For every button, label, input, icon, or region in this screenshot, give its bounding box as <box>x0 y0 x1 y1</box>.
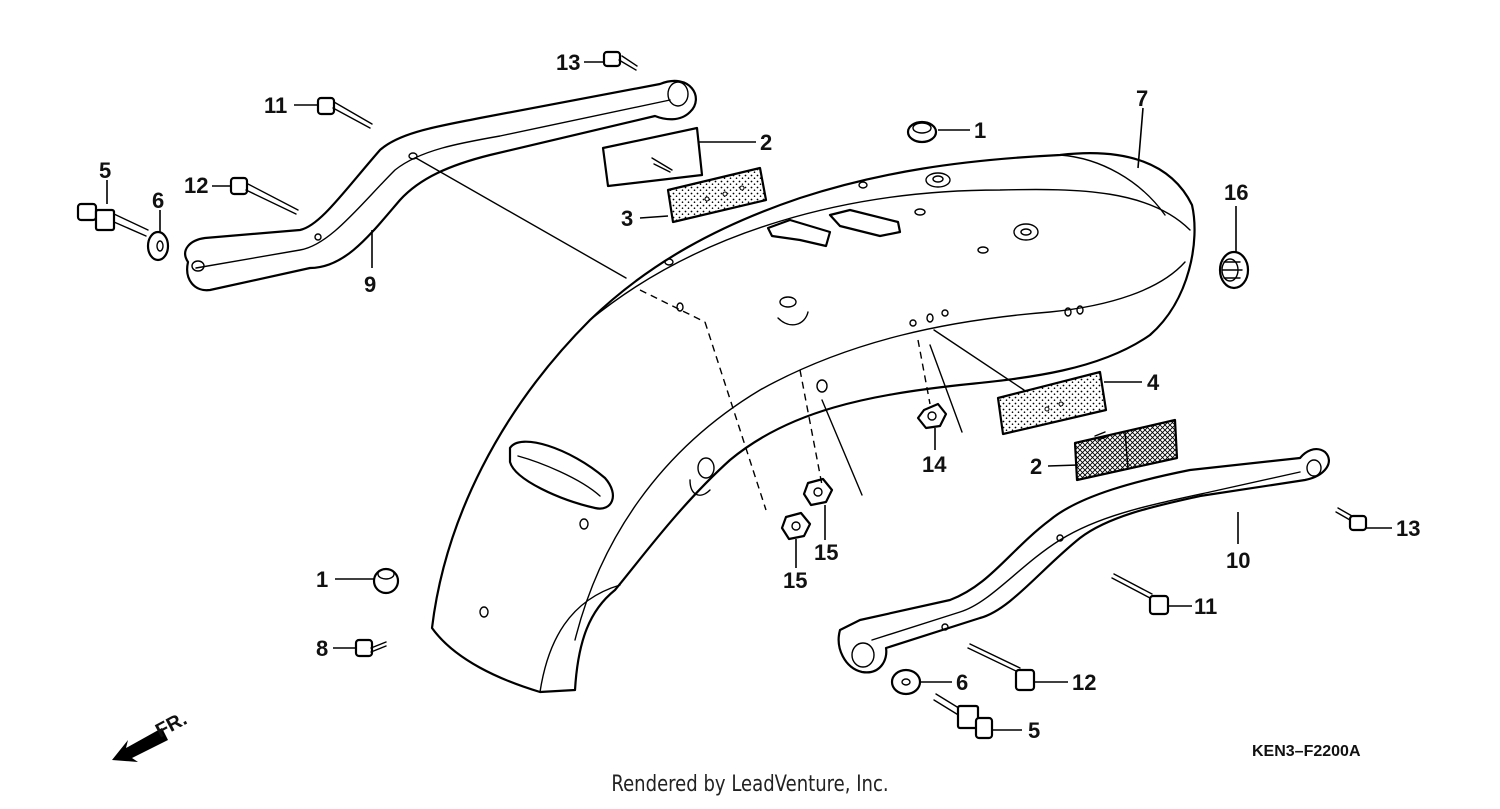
nut-15-a <box>802 477 834 507</box>
rear-fender-stay-right <box>837 448 1330 674</box>
callout-2-top: 2 <box>760 130 772 155</box>
callout-13-top: 13 <box>556 50 580 75</box>
callout-6-right: 6 <box>956 670 968 695</box>
callout-2-bottom: 2 <box>1030 454 1042 479</box>
front-direction-marker: FR. <box>112 708 191 762</box>
nut-14 <box>916 402 948 430</box>
reflector-2-top <box>601 126 704 188</box>
washer-6-left <box>146 230 170 262</box>
callout-9: 9 <box>364 272 376 297</box>
callout-4: 4 <box>1147 370 1160 395</box>
callout-7: 7 <box>1136 86 1148 111</box>
washer-6-right <box>890 668 922 696</box>
grommet-1-top <box>906 120 938 144</box>
collar-bolt-5-left <box>76 202 149 237</box>
callout-15-b: 15 <box>783 568 807 593</box>
callout-14: 14 <box>922 452 947 477</box>
callout-3: 3 <box>621 206 633 231</box>
grommet-1-left <box>372 567 400 595</box>
front-arrow-icon <box>112 728 168 762</box>
cushion-16 <box>1218 250 1250 290</box>
flange-bolt-11-top <box>316 96 373 129</box>
flange-bolt-12-left <box>229 176 299 215</box>
callout-6-left: 6 <box>152 188 164 213</box>
plate-4 <box>996 370 1108 436</box>
reflector-2-bottom <box>1073 418 1179 482</box>
flange-bolt-11-right <box>1111 573 1170 616</box>
flange-bolt-12-right <box>967 643 1036 692</box>
callout-10: 10 <box>1226 548 1250 573</box>
screw-8 <box>354 638 387 658</box>
credit-footer: Rendered by LeadVenture, Inc. <box>611 772 889 797</box>
callout-1-top: 1 <box>974 118 986 143</box>
callout-12-left: 12 <box>184 173 208 198</box>
plate-3 <box>666 166 768 224</box>
flange-bolt-13-top <box>602 50 638 71</box>
diagram-code: KEN3–F2200A <box>1252 743 1361 760</box>
callout-1-left: 1 <box>316 567 328 592</box>
callout-8: 8 <box>316 636 328 661</box>
nut-15-b <box>780 511 812 541</box>
callout-15-a: 15 <box>814 540 838 565</box>
flange-bolt-13-right <box>1335 507 1368 532</box>
callout-13-right: 13 <box>1396 516 1420 541</box>
callout-12-right: 12 <box>1072 670 1096 695</box>
callout-16: 16 <box>1224 180 1248 205</box>
leader-lines <box>106 61 1392 731</box>
rear-fender-stay-left <box>184 79 697 292</box>
rear-fender <box>430 152 1196 694</box>
collar-bolt-5-right <box>933 693 994 740</box>
callout-labels: 13 11 5 6 12 9 2 3 1 7 16 4 14 2 15 15 1… <box>99 50 1420 743</box>
callout-11-top: 11 <box>264 93 287 118</box>
callout-5-right: 5 <box>1028 718 1040 743</box>
assembly-lines <box>415 157 1025 511</box>
callout-5-left: 5 <box>99 158 111 183</box>
callout-11-right: 11 <box>1194 594 1217 619</box>
